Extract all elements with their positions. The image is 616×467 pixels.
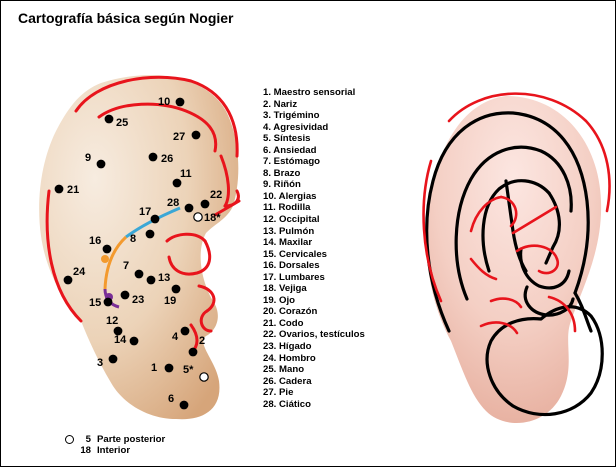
key-text: Interior xyxy=(97,445,130,456)
acupoint-label: 18* xyxy=(204,212,221,224)
acupoint-marker xyxy=(104,298,113,307)
acupoint-marker-hollow xyxy=(194,213,202,221)
key-number: 5 xyxy=(77,434,91,445)
right-ear-shape xyxy=(426,96,601,423)
legend-item: 25. Mano xyxy=(263,364,365,376)
acupoint-marker-hollow xyxy=(200,373,208,381)
acupoint-label: 4 xyxy=(172,331,179,343)
legend-item: 15. Cervicales xyxy=(263,249,365,261)
acupoint-label: 25 xyxy=(116,117,128,129)
acupoint-marker xyxy=(185,204,194,213)
acupoint-marker xyxy=(103,245,112,254)
legend-item: 22. Ovarios, testículos xyxy=(263,329,365,341)
acupoint-label: 24 xyxy=(73,266,86,278)
acupoint-label: 15 xyxy=(89,297,101,309)
acupoint-marker xyxy=(130,337,139,346)
legend-item: 17. Lumbares xyxy=(263,272,365,284)
acupoint-marker xyxy=(176,98,185,107)
acupoint-label: 11 xyxy=(180,168,192,180)
acupoint-marker xyxy=(135,270,144,279)
acupoint-label: 3 xyxy=(97,357,103,369)
acupoint-marker xyxy=(180,401,189,410)
acupoint-label: 8 xyxy=(130,233,136,245)
acupoint-label: 2 xyxy=(199,335,205,347)
acupoint-label: 27 xyxy=(173,131,185,143)
legend-item: 16. Dorsales xyxy=(263,260,365,272)
acupoint-marker xyxy=(151,215,160,224)
acupoint-marker xyxy=(165,364,174,373)
legend-item: 23. Hígado xyxy=(263,341,365,353)
acupoint-marker xyxy=(201,200,210,209)
spine-marker-dorsal xyxy=(101,255,109,263)
acupoint-marker xyxy=(105,115,114,124)
acupoint-label: 10 xyxy=(158,96,170,108)
acupoint-marker xyxy=(192,131,201,140)
legend-item: 6. Ansiedad xyxy=(263,145,365,157)
legend-item: 14. Maxilar xyxy=(263,237,365,249)
acupoint-label: 1 xyxy=(151,362,157,374)
acupoint-marker xyxy=(64,276,73,285)
acupoint-marker xyxy=(172,285,181,294)
acupoint-label: 13 xyxy=(158,272,170,284)
acupoint-marker xyxy=(149,153,158,162)
acupoint-label: 28 xyxy=(167,197,179,209)
legend-item: 2. Nariz xyxy=(263,99,365,111)
acupoint-label: 26 xyxy=(161,153,173,165)
legend-item: 1. Maestro sensorial xyxy=(263,87,365,99)
acupoint-marker xyxy=(97,160,106,169)
legend-item: 26. Cadera xyxy=(263,376,365,388)
acupoint-label: 7 xyxy=(123,260,129,272)
acupoint-label: 12 xyxy=(106,315,118,327)
acupoint-label: 23 xyxy=(132,294,144,306)
legend-item: 28. Ciático xyxy=(263,399,365,411)
legend-item: 13. Pulmón xyxy=(263,226,365,238)
acupoint-label: 6 xyxy=(168,393,174,405)
acupoint-label: 17 xyxy=(139,206,151,218)
legend-item: 11. Rodilla xyxy=(263,202,365,214)
acupoint-label: 21 xyxy=(67,184,79,196)
legend-item: 18. Vejiga xyxy=(263,283,365,295)
legend-item: 12. Occipital xyxy=(263,214,365,226)
legend-item: 10. Alergias xyxy=(263,191,365,203)
acupoint-label: 16 xyxy=(89,235,101,247)
legend-item: 4. Agresividad xyxy=(263,122,365,134)
acupoint-label: 22 xyxy=(210,189,222,201)
acupoint-label: 9 xyxy=(85,152,91,164)
acupoint-marker xyxy=(189,348,198,357)
legend-item: 27. Pie xyxy=(263,387,365,399)
acupoint-marker xyxy=(181,327,190,336)
key-number: 18 xyxy=(77,445,91,456)
acupoint-marker xyxy=(121,291,130,300)
legend-item: 19. Ojo xyxy=(263,295,365,307)
acupoint-label: 5* xyxy=(183,364,194,376)
hollow-circle-icon xyxy=(63,434,75,447)
legend-item: 8. Brazo xyxy=(263,168,365,180)
acupoint-marker xyxy=(55,185,64,194)
acupoint-label: 14 xyxy=(114,334,127,346)
acupoint-marker xyxy=(109,355,118,364)
acupoint-marker xyxy=(147,276,156,285)
legend-item: 24. Hombro xyxy=(263,353,365,365)
legend-item: 9. Riñón xyxy=(263,179,365,191)
acupoint-label: 19 xyxy=(164,295,176,307)
acupoint-marker xyxy=(146,230,155,239)
legend-item: 20. Corazón xyxy=(263,306,365,318)
legend-item: 3. Trigémino xyxy=(263,110,365,122)
legend-item: 5. Síntesis xyxy=(263,133,365,145)
legend-item: 21. Codo xyxy=(263,318,365,330)
key-text: Parte posterior xyxy=(97,434,165,445)
legend-item: 7. Estómago xyxy=(263,156,365,168)
